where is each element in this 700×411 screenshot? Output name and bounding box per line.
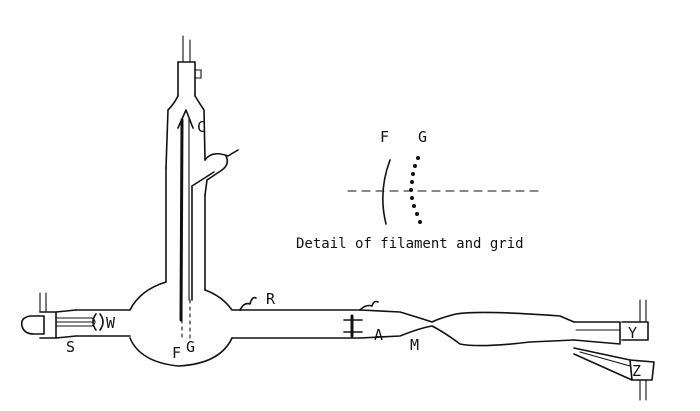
label-g: G (186, 338, 195, 356)
detail-label-f: F (380, 128, 389, 146)
lead-rods (177, 109, 194, 341)
vertical-stem (165, 35, 239, 301)
right-end (573, 299, 655, 401)
detail-filament (382, 159, 391, 225)
detail-grid (409, 156, 422, 224)
labels: C R W S F G A M Y Z F G Detail of filame… (66, 118, 641, 380)
label-m: M (410, 336, 419, 354)
label-y: Y (628, 324, 637, 342)
middle-section (343, 300, 575, 347)
left-end (20, 292, 104, 339)
detail-label-g: G (418, 128, 427, 146)
label-a: A (374, 326, 383, 344)
label-w: W (106, 314, 116, 332)
label-s: S (66, 338, 75, 356)
bulb-and-tube (75, 281, 361, 367)
label-f: F (172, 344, 181, 362)
detail-inset (347, 156, 541, 225)
label-z: Z (632, 362, 641, 380)
detail-caption: Detail of filament and grid (296, 236, 524, 252)
label-c: C (197, 118, 206, 136)
label-r: R (266, 290, 276, 308)
